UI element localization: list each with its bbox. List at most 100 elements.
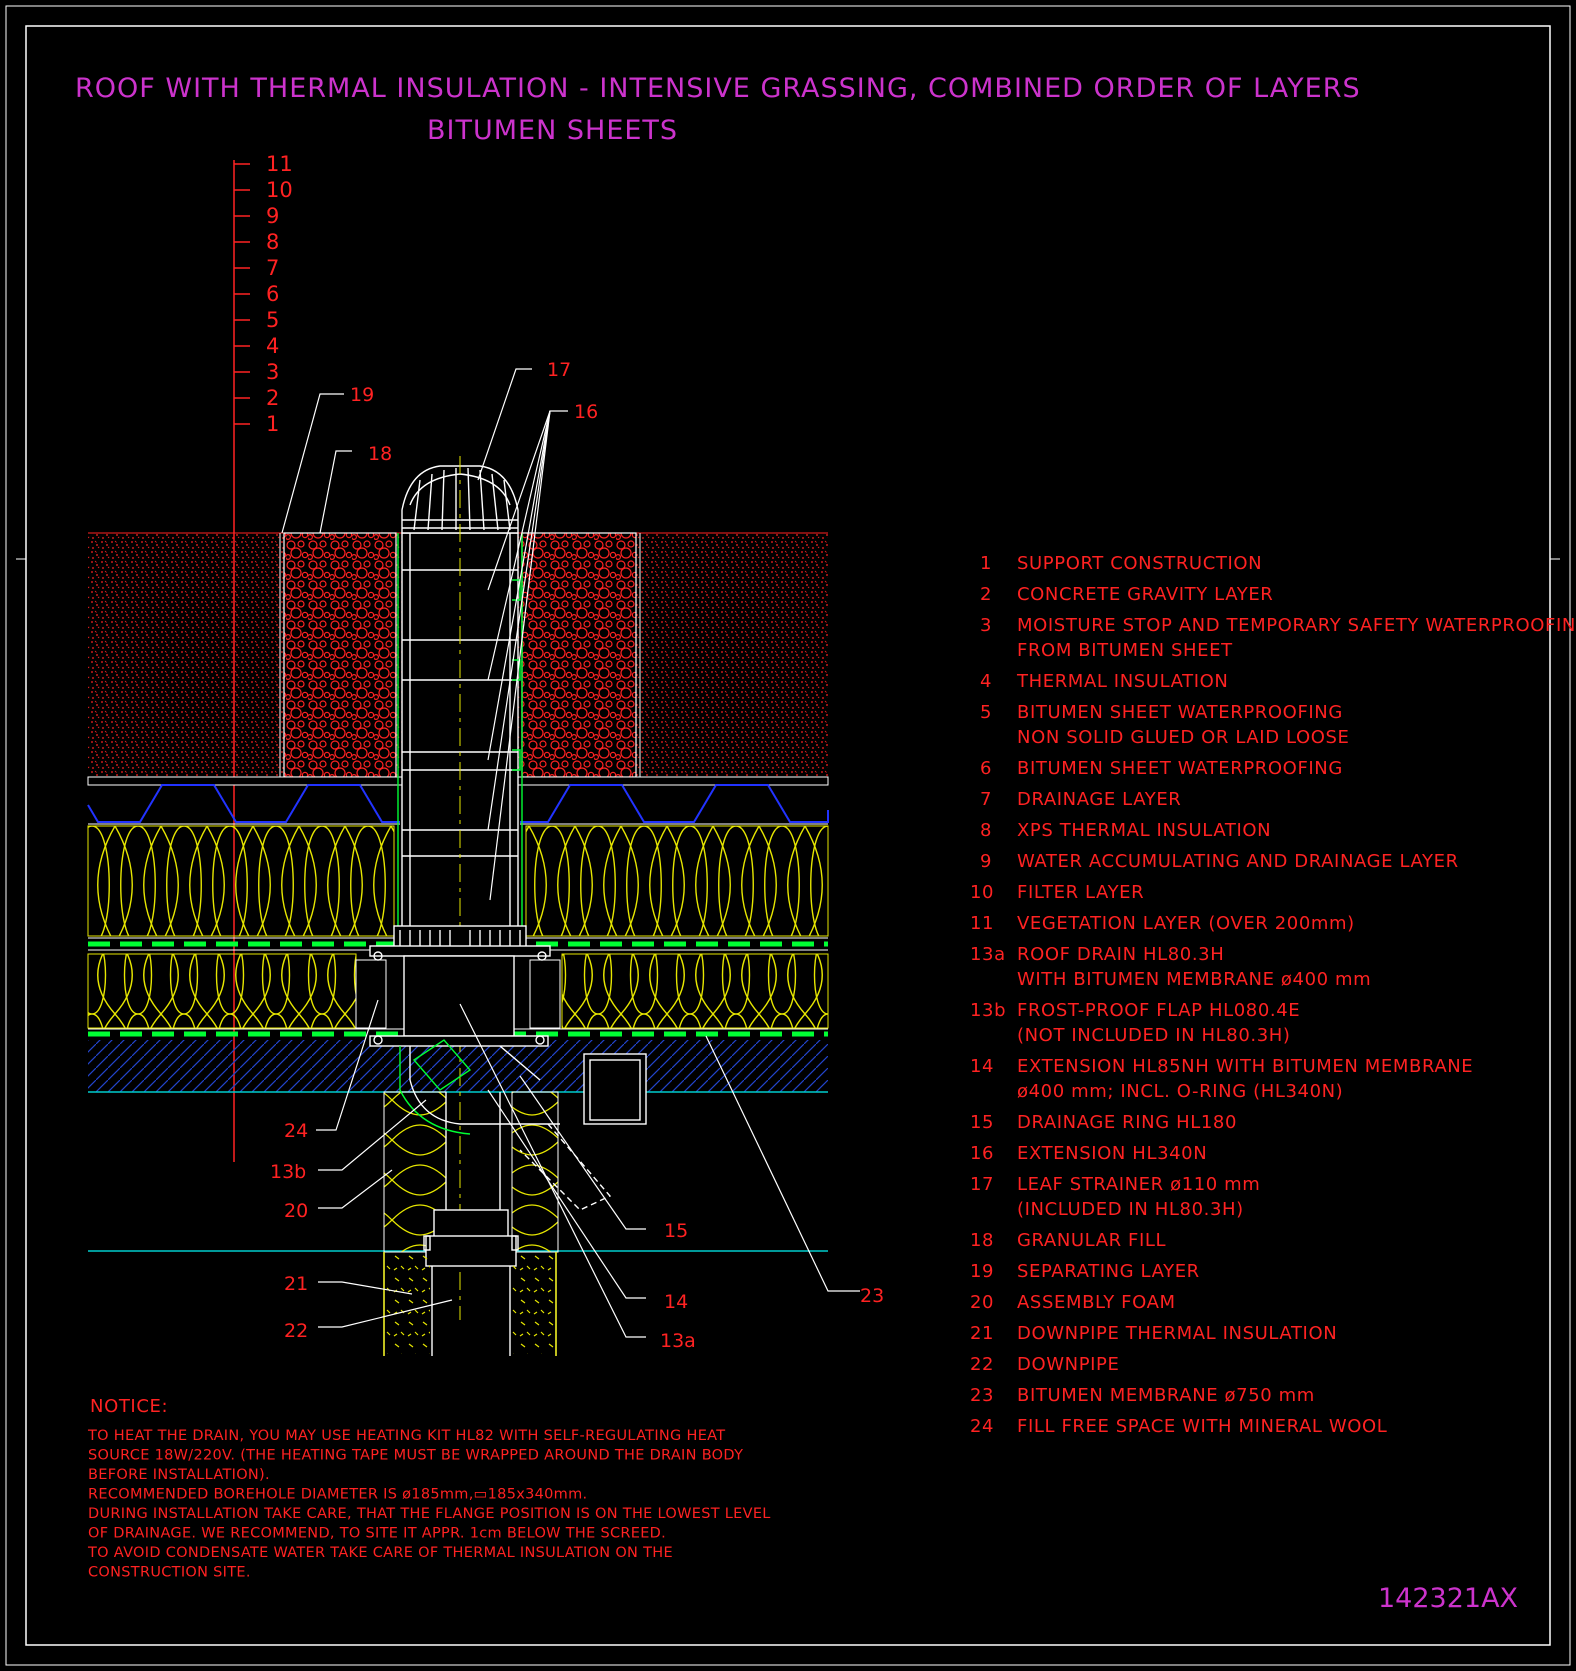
notice-line: CONSTRUCTION SITE. [88, 1565, 251, 1581]
scale-label: 7 [266, 256, 279, 280]
legend-number: 16 [970, 1143, 994, 1164]
legend-number: 21 [970, 1323, 994, 1344]
notice-line: DURING INSTALLATION TAKE CARE, THAT THE … [88, 1506, 771, 1522]
scale-label: 3 [266, 360, 279, 384]
callout-15: 15 [664, 1220, 688, 1242]
legend-number: 8 [980, 820, 992, 841]
legend-number: 13b [970, 1000, 1006, 1021]
legend-text: MOISTURE STOP AND TEMPORARY SAFETY WATER… [1017, 615, 1576, 636]
leader-lines [281, 368, 860, 1338]
legend-item: 8 XPS THERMAL INSULATION [980, 820, 1271, 841]
downpipe-insulation-left [386, 1254, 430, 1354]
callout-19: 19 [350, 384, 374, 406]
notice-heading: NOTICE: [90, 1396, 168, 1417]
callout-17: 17 [547, 359, 571, 381]
legend-number: 3 [980, 615, 992, 636]
notice-line: BEFORE INSTALLATION). [88, 1467, 270, 1483]
legend-text: THERMAL INSULATION [1016, 671, 1228, 692]
thermal-insulation-right [561, 953, 829, 1029]
legend-text: BITUMEN MEMBRANE ø750 mm [1017, 1385, 1315, 1406]
notice-line: RECOMMENDED BOREHOLE DIAMETER IS ø185mm,… [88, 1487, 587, 1503]
legend-text: FROST-PROOF FLAP HL080.4E [1017, 1000, 1300, 1021]
legend-text: (NOT INCLUDED IN HL80.3H) [1017, 1025, 1291, 1046]
drawing-code: 142321AX [1378, 1583, 1518, 1614]
legend-item: 7 DRAINAGE LAYER [980, 789, 1181, 810]
legend-item: 4 THERMAL INSULATION [980, 671, 1228, 692]
drawing-title-line2: BITUMEN SHEETS [427, 115, 678, 146]
scale-label: 1 [266, 412, 279, 436]
legend-text: DOWNPIPE THERMAL INSULATION [1017, 1323, 1337, 1344]
legend-number: 6 [980, 758, 992, 779]
legend-item: 3 MOISTURE STOP AND TEMPORARY SAFETY WATE… [980, 615, 1576, 661]
legend-number: 22 [970, 1354, 994, 1375]
callout-18: 18 [368, 443, 392, 465]
concrete-gravity-layer [88, 1040, 828, 1092]
legend-text: XPS THERMAL INSULATION [1017, 820, 1271, 841]
legend-item: 11 VEGETATION LAYER (OVER 200mm) [970, 913, 1355, 934]
legend-text: WATER ACCUMULATING AND DRAINAGE LAYER [1017, 851, 1459, 872]
callout-21: 21 [284, 1273, 308, 1295]
legend-number: 15 [970, 1112, 994, 1133]
legend-item: 21 DOWNPIPE THERMAL INSULATION [970, 1323, 1337, 1344]
legend-item: 22 DOWNPIPE [970, 1354, 1119, 1375]
legend-number: 13a [970, 944, 1006, 965]
callout-13b: 13b [270, 1161, 306, 1183]
legend-text: FROM BITUMEN SHEET [1017, 640, 1233, 661]
drainage-layer [87, 784, 400, 823]
callout-22: 22 [284, 1320, 308, 1342]
legend-text: DRAINAGE LAYER [1017, 789, 1181, 810]
legend-text: GRANULAR FILL [1017, 1230, 1166, 1251]
legend-text: EXTENSION HL340N [1017, 1143, 1207, 1164]
legend-number: 23 [970, 1385, 994, 1406]
legend-number: 5 [980, 702, 992, 723]
callout-14: 14 [664, 1291, 688, 1313]
sheet-frame [5, 5, 1571, 1666]
legend-number: 24 [970, 1416, 994, 1437]
callout-23: 23 [860, 1285, 884, 1307]
thermal-insulation-left [87, 953, 357, 1029]
drain-outlet [369, 955, 647, 1251]
legend-text: FILL FREE SPACE WITH MINERAL WOOL [1017, 1416, 1387, 1437]
notice-line: OF DRAINAGE. WE RECOMMEND, TO SITE IT AP… [88, 1526, 666, 1542]
callout-13a: 13a [660, 1330, 696, 1352]
legend-item: 18 GRANULAR FILL [970, 1230, 1166, 1251]
roof-cross-section [87, 456, 829, 1356]
legend-text: DOWNPIPE [1017, 1354, 1119, 1375]
notice-line: SOURCE 18W/220V. (THE HEATING TAPE MUST … [88, 1448, 743, 1464]
legend-text: FILTER LAYER [1017, 882, 1144, 903]
notice-line: TO AVOID CONDENSATE WATER TAKE CARE OF T… [87, 1545, 673, 1561]
legend-number: 18 [970, 1230, 994, 1251]
legend-text: SUPPORT CONSTRUCTION [1017, 553, 1262, 574]
legend-number: 2 [980, 584, 992, 605]
legend-text: VEGETATION LAYER (OVER 200mm) [1017, 913, 1355, 934]
scale-label: 10 [266, 178, 293, 202]
callout-labels: 17 16 19 18 24 13b 20 21 22 15 14 13a 23 [270, 359, 884, 1352]
legend-text: EXTENSION HL85NH WITH BITUMEN MEMBRANE [1017, 1056, 1473, 1077]
legend-item: 16 EXTENSION HL340N [970, 1143, 1207, 1164]
scale-label: 5 [266, 308, 279, 332]
legend-number: 7 [980, 789, 992, 810]
legend-item: 24 FILL FREE SPACE WITH MINERAL WOOL [970, 1416, 1387, 1437]
notice-block: NOTICE: TO HEAT THE DRAIN, YOU MAY USE H… [87, 1396, 771, 1581]
callout-24: 24 [284, 1120, 308, 1142]
legend-text: SEPARATING LAYER [1017, 1261, 1200, 1282]
legend-number: 17 [970, 1174, 994, 1195]
callout-16: 16 [574, 401, 598, 423]
legend-number: 4 [980, 671, 992, 692]
scale-label: 2 [266, 386, 279, 410]
legend-item: 13b FROST-PROOF FLAP HL080.4E (NOT INCLUDE… [970, 1000, 1300, 1046]
xps-insulation-right [525, 825, 829, 937]
notice-line: TO HEAT THE DRAIN, YOU MAY USE HEATING K… [87, 1428, 725, 1444]
legend-item: 23 BITUMEN MEMBRANE ø750 mm [970, 1385, 1315, 1406]
legend-text: NON SOLID GLUED OR LAID LOOSE [1017, 727, 1350, 748]
legend-number: 11 [970, 913, 994, 934]
legend-text: LEAF STRAINER ø110 mm [1017, 1174, 1260, 1195]
